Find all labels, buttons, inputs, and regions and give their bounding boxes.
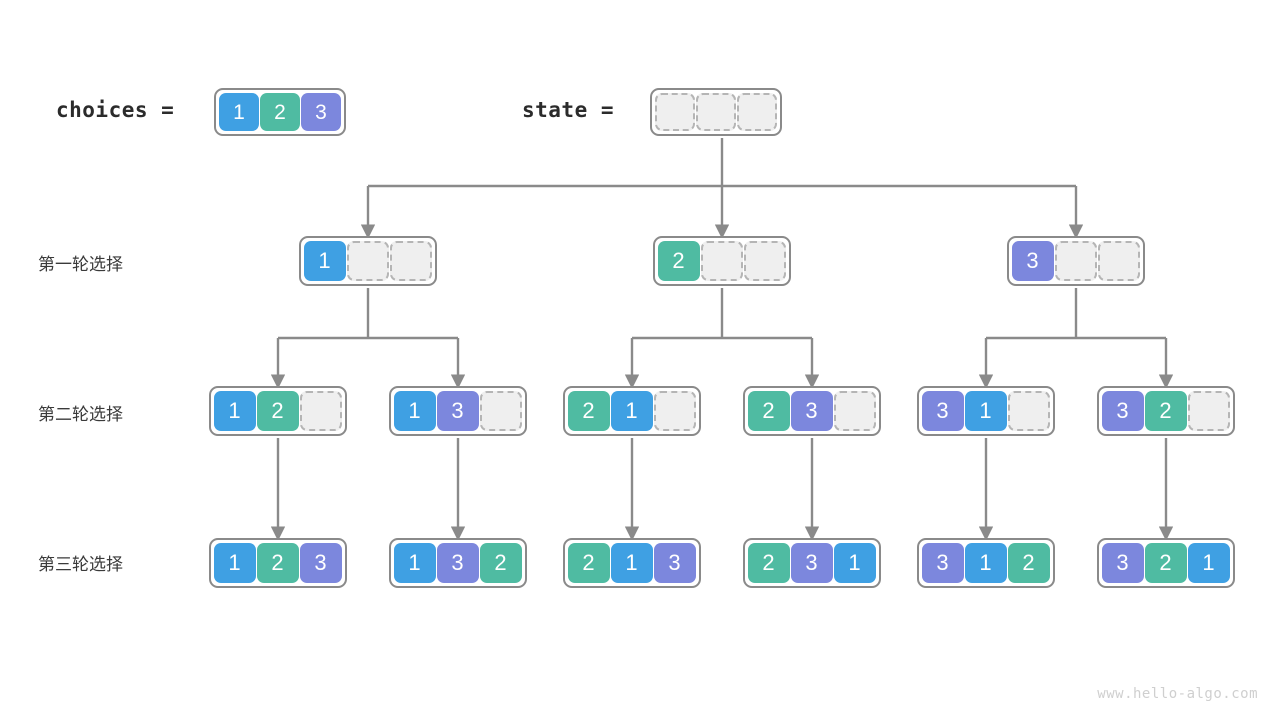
state-node-level2-0-cell-0: 1 (213, 391, 256, 431)
state-node-level2-3-cell-1: 3 (790, 391, 833, 431)
state-node-level2-2-cell-1: 1 (610, 391, 653, 431)
state-node-level1-2-cell-0: 3 (1011, 241, 1054, 281)
state-node-level3-4-cell-0: 3 (921, 543, 964, 583)
state-node-level2-2-cell-0: 2 (567, 391, 610, 431)
state-node-level3-3-cell-1: 3 (790, 543, 833, 583)
state-node-level3-4-cell-2: 2 (1007, 543, 1050, 583)
state-cell-1 (696, 93, 736, 131)
state-node-level2-3-cell-2 (833, 391, 876, 431)
state-node-level1-2-cell-2 (1097, 241, 1140, 281)
row-label-round-1: 第一轮选择 (38, 255, 123, 274)
state-node-level1-1-cell-0: 2 (657, 241, 700, 281)
state-node-level1-0-cell-0: 1 (303, 241, 346, 281)
state-node-level2-5-cell-0: 3 (1101, 391, 1144, 431)
choices-cell-0: 1 (219, 93, 259, 131)
state-node-level1-1-cell-2 (743, 241, 786, 281)
state-node-level3-5-cell-1: 2 (1144, 543, 1187, 583)
state-node-level3-3-cell-0: 2 (747, 543, 790, 583)
state-label: state = (522, 98, 615, 122)
state-node-level2-5-cell-2 (1187, 391, 1230, 431)
state-cell-0 (655, 93, 695, 131)
state-node-level3-2-cell-1: 1 (610, 543, 653, 583)
choices-cell-2: 3 (301, 93, 341, 131)
state-node-level1-0-cell-1 (346, 241, 389, 281)
state-node-level3-0-cell-1: 2 (256, 543, 299, 583)
state-node-level2-3-cell-0: 2 (747, 391, 790, 431)
state-node-level1-1: 2 (652, 236, 791, 286)
state-node-level1-2: 3 (1006, 236, 1145, 286)
state-node-level3-1-cell-0: 1 (393, 543, 436, 583)
state-node-level2-4-cell-2 (1007, 391, 1050, 431)
state-node-level2-0-cell-1: 2 (256, 391, 299, 431)
choices-cell-1: 2 (260, 93, 300, 131)
state-node-level3-0-cell-2: 3 (299, 543, 342, 583)
row-label-round-3: 第三轮选择 (38, 555, 123, 574)
choices-label: choices = (56, 98, 175, 122)
state-node-level2-2-cell-2 (653, 391, 696, 431)
state-array (650, 88, 782, 136)
state-node-level2-0-cell-2 (299, 391, 342, 431)
state-node-level3-2-cell-0: 2 (567, 543, 610, 583)
state-node-level2-1-cell-1: 3 (436, 391, 479, 431)
state-node-level3-1-cell-2: 2 (479, 543, 522, 583)
state-node-level1-0: 1 (298, 236, 437, 286)
state-node-level3-5-cell-2: 1 (1187, 543, 1230, 583)
state-node-level1-2-cell-1 (1054, 241, 1097, 281)
state-node-level2-4-cell-0: 3 (921, 391, 964, 431)
state-node-level3-2-cell-2: 3 (653, 543, 696, 583)
watermark: www.hello-algo.com (1097, 686, 1258, 702)
state-node-level2-5-cell-1: 2 (1144, 391, 1187, 431)
state-cell-2 (737, 93, 777, 131)
row-label-round-2: 第二轮选择 (38, 405, 123, 424)
state-node-level3-4-cell-1: 1 (964, 543, 1007, 583)
state-node-level3-1-cell-1: 3 (436, 543, 479, 583)
state-node-level3-3-cell-2: 1 (833, 543, 876, 583)
state-node-level2-1-cell-2 (479, 391, 522, 431)
state-node-level3-5-cell-0: 3 (1101, 543, 1144, 583)
state-node-level1-0-cell-2 (389, 241, 432, 281)
state-node-level2-1-cell-0: 1 (393, 391, 436, 431)
state-node-level1-1-cell-1 (700, 241, 743, 281)
state-node-level3-0-cell-0: 1 (213, 543, 256, 583)
state-node-level2-4-cell-1: 1 (964, 391, 1007, 431)
